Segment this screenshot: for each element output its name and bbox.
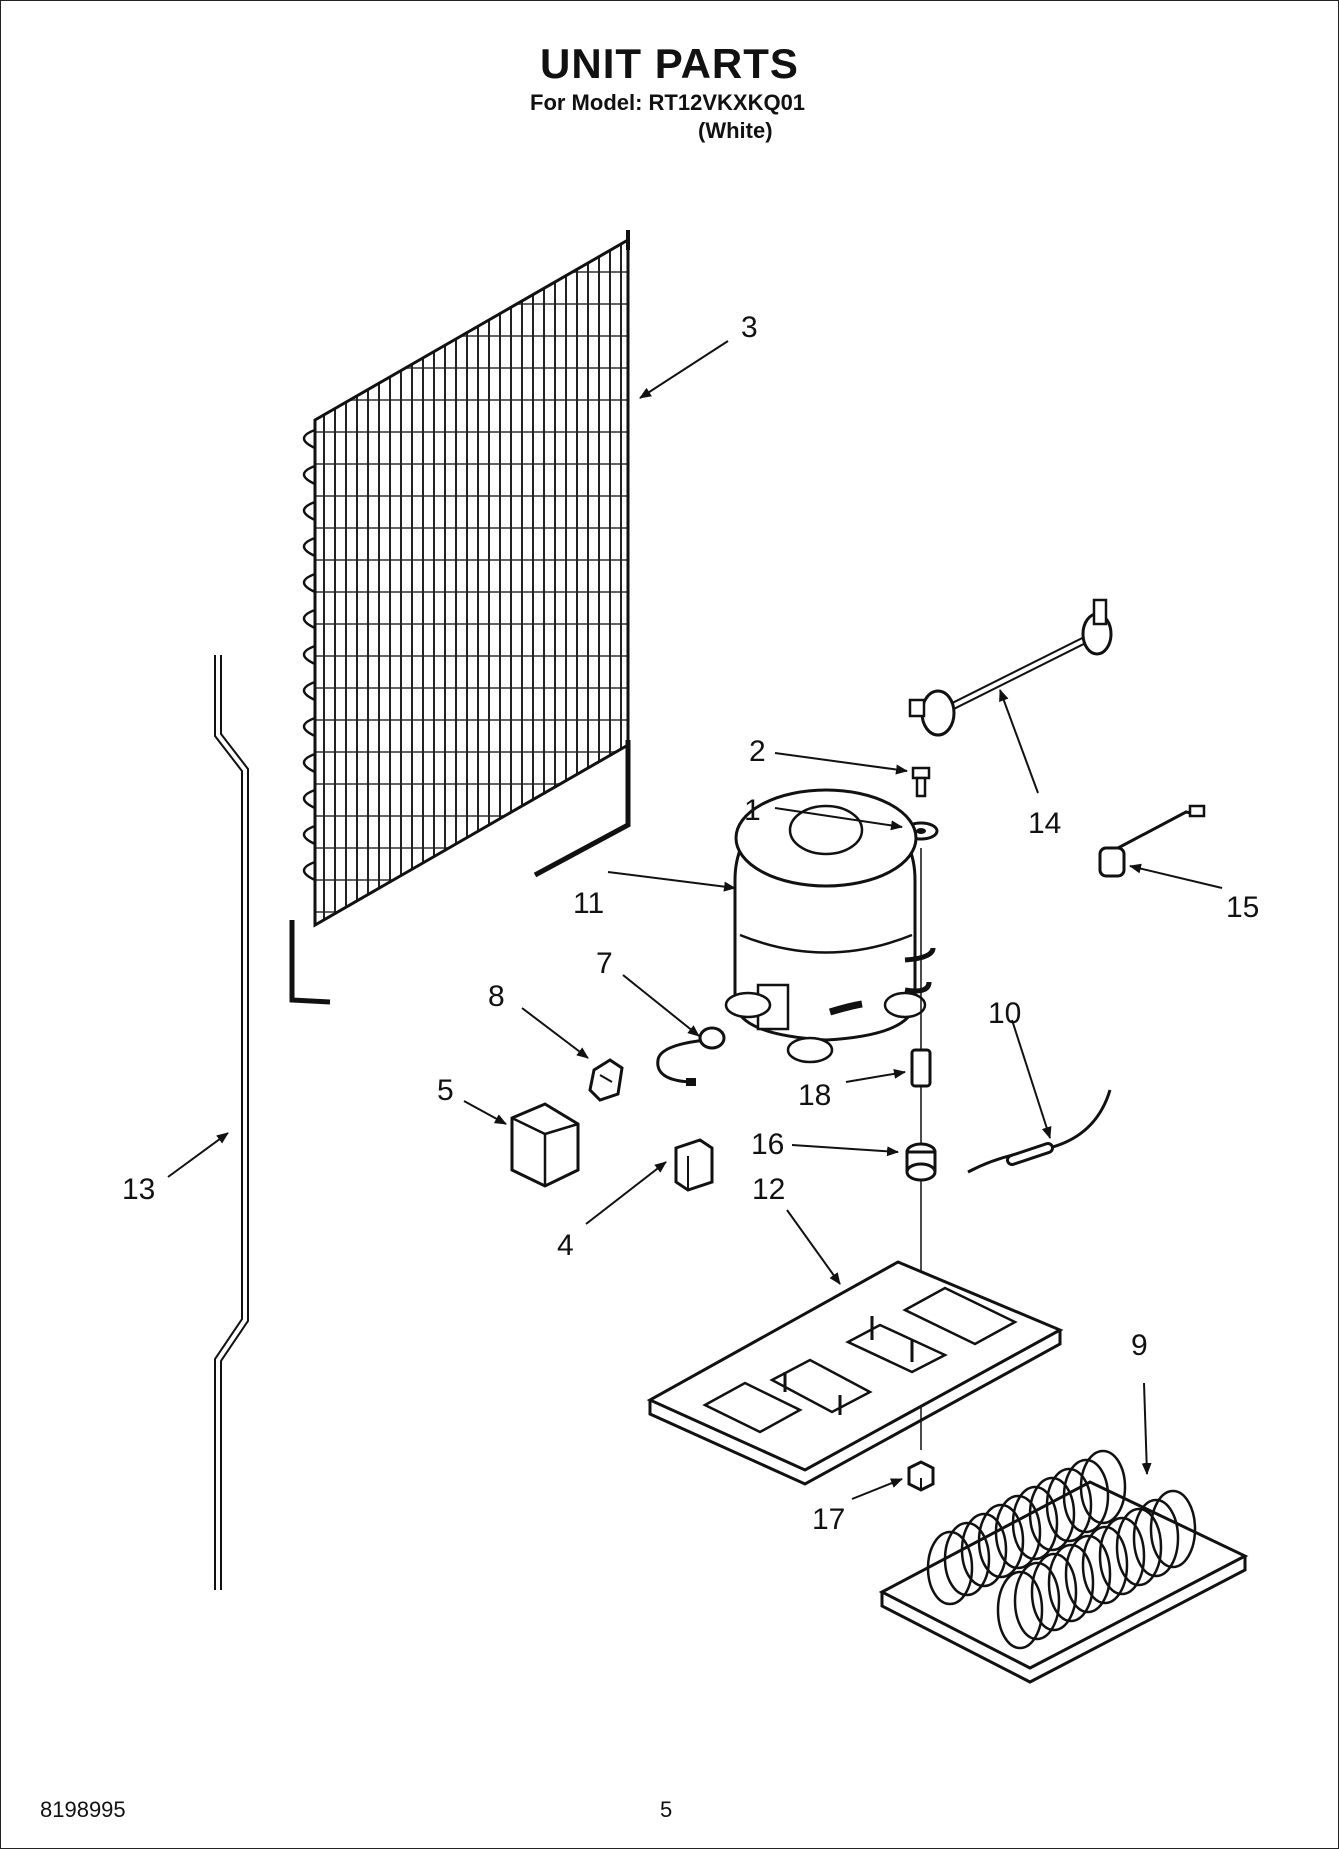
callout-4: 4 bbox=[557, 1229, 574, 1262]
callout-16: 16 bbox=[751, 1128, 784, 1161]
callout-17: 17 bbox=[812, 1503, 845, 1536]
nut bbox=[907, 1460, 935, 1492]
leader-12 bbox=[786, 1209, 841, 1285]
leader-11 bbox=[607, 871, 736, 892]
leader-10 bbox=[1011, 1019, 1052, 1139]
grommet bbox=[905, 1142, 937, 1182]
tube-assembly bbox=[214, 655, 249, 1590]
leader-5 bbox=[463, 1100, 507, 1125]
leader-lines bbox=[167, 340, 1223, 1500]
leader-14 bbox=[999, 689, 1039, 794]
callout-3: 3 bbox=[741, 311, 758, 344]
callout-15: 15 bbox=[1226, 891, 1259, 924]
leader-8 bbox=[521, 1007, 589, 1059]
leader-3 bbox=[639, 340, 729, 399]
page-number: 5 bbox=[660, 1797, 673, 1822]
bolt bbox=[911, 766, 931, 798]
condenser-coil bbox=[289, 230, 631, 1005]
callout-1: 1 bbox=[744, 794, 761, 827]
thermostat bbox=[1098, 804, 1206, 878]
leader-13 bbox=[167, 1132, 229, 1178]
callout-9: 9 bbox=[1131, 1329, 1148, 1362]
callout-5: 5 bbox=[437, 1074, 454, 1107]
callout-11: 11 bbox=[573, 887, 604, 920]
leader-16 bbox=[791, 1144, 899, 1157]
callout-2: 2 bbox=[749, 735, 766, 768]
callout-10: 10 bbox=[988, 997, 1021, 1030]
leader-4 bbox=[585, 1161, 667, 1225]
model-number: For Model: RT12VKXKQ01 bbox=[530, 90, 806, 115]
compressor bbox=[724, 788, 936, 1064]
document-number: 8198995 bbox=[40, 1797, 126, 1822]
drain-pan-with-coil bbox=[878, 1449, 1249, 1684]
callout-18: 18 bbox=[798, 1079, 831, 1112]
callout-7: 7 bbox=[596, 947, 613, 980]
leader-17 bbox=[851, 1478, 903, 1500]
start-relay bbox=[674, 1138, 714, 1192]
callout-13: 13 bbox=[122, 1173, 155, 1206]
page-title: UNIT PARTS bbox=[540, 40, 799, 87]
model-variant: (White) bbox=[698, 118, 773, 143]
leader-1 bbox=[774, 807, 903, 831]
leader-18 bbox=[845, 1068, 906, 1083]
leader-15 bbox=[1129, 863, 1223, 889]
leader-9 bbox=[1141, 1382, 1152, 1475]
callout-12: 12 bbox=[752, 1173, 785, 1206]
callout-14: 14 bbox=[1028, 807, 1061, 840]
sleeve bbox=[910, 1048, 932, 1088]
clip bbox=[588, 1058, 624, 1102]
leader-2 bbox=[774, 752, 908, 775]
callout-8: 8 bbox=[488, 980, 505, 1013]
base-plate bbox=[646, 1260, 1064, 1486]
drier-assembly bbox=[908, 598, 1113, 737]
leader-7 bbox=[622, 974, 700, 1037]
overload-protector bbox=[656, 1026, 726, 1086]
relay-cover bbox=[510, 1102, 580, 1188]
capillary-tube bbox=[967, 1089, 1112, 1174]
